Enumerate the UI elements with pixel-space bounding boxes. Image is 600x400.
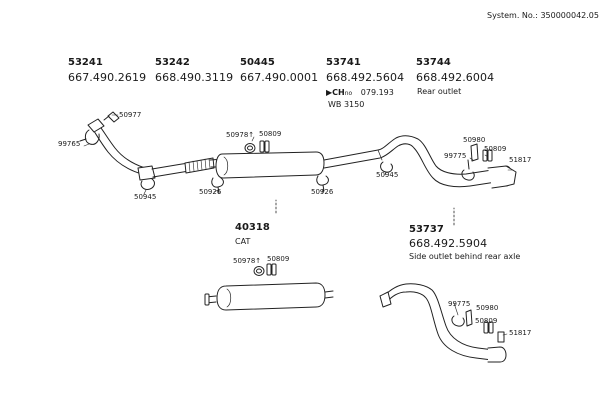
part-number-53741: 668.492.5604 <box>326 71 405 84</box>
part-code-53242: 53242 <box>155 57 190 68</box>
clamp-50977 <box>103 111 120 123</box>
front-pipe <box>87 118 156 181</box>
part-label-50978-cat: 50978↑ <box>233 257 262 265</box>
clamp-50809a <box>259 140 270 153</box>
country-note: ▶CHno 079.193 <box>326 88 394 97</box>
part-code-53744: 53744 <box>416 57 451 68</box>
part-number-53744: 668.492.6004 <box>416 71 495 84</box>
part-number-53241: 667.490.2619 <box>68 71 147 84</box>
system-number: System. No.: 350000042.05 <box>487 11 599 20</box>
part-code-53741: 53741 <box>326 57 361 68</box>
part-label-50926-left: 50926 <box>199 188 222 196</box>
part-label-51817-top: 51817 <box>509 156 532 164</box>
part-number-53737: 668.492.5904 <box>409 237 488 250</box>
wheelbase-note: WB 3150 <box>328 100 365 109</box>
part-code-53737: 53737 <box>409 224 444 235</box>
part-label-50809-rear: 50809 <box>484 145 507 153</box>
part-code-40318: 40318 <box>235 222 270 233</box>
clamp-50809c <box>266 263 277 276</box>
part-label-50978-top: 50978↑ <box>226 131 255 139</box>
part-label-50809-top: 50809 <box>259 130 282 138</box>
arrow-up-icon: ↑ <box>255 257 262 265</box>
part-label-50977: 50977 <box>119 111 142 119</box>
gasket-50978a <box>244 143 256 153</box>
part-label-99765: 99765 <box>58 140 81 148</box>
part-label-50945-front: 50945 <box>134 193 157 201</box>
catalytic-converter <box>204 282 334 311</box>
part-label-99775-top: 99775 <box>444 152 467 160</box>
gasket-50978b <box>253 266 265 276</box>
clamp-50809b <box>482 149 493 162</box>
clamp-50809d <box>483 321 494 334</box>
arrow-up-icon: ↑ <box>248 131 255 139</box>
side-outlet-label: Side outlet behind rear axle <box>409 252 521 261</box>
bracket-50980a <box>470 143 479 162</box>
part-code-50445: 50445 <box>240 57 275 68</box>
part-number-50445: 667.490.0001 <box>240 71 319 84</box>
side-outlet-pipe <box>379 283 507 363</box>
rear-pipe <box>323 135 517 189</box>
clamp-51817b <box>497 331 505 343</box>
flex-pipe <box>151 157 215 178</box>
bracket-50980b <box>465 309 473 327</box>
hanger-99765 <box>79 129 100 145</box>
part-label-50980-side: 50980 <box>476 304 499 312</box>
arrow-right-icon: ▶ <box>326 88 333 97</box>
cat-label: CAT <box>235 237 251 246</box>
part-label-51817-side: 51817 <box>509 329 532 337</box>
hanger-50926b <box>316 175 329 192</box>
part-label-99775-side: 99775 <box>448 300 471 308</box>
clamp-50945a <box>140 178 155 190</box>
hanger-50926a <box>211 177 224 194</box>
hanger-99775b <box>451 315 465 327</box>
part-label-50945-rear: 50945 <box>376 171 399 179</box>
rear-outlet-label: Rear outlet <box>417 87 462 96</box>
part-label-50980-top: 50980 <box>463 136 486 144</box>
middle-silencer <box>209 151 325 179</box>
part-code-53241: 53241 <box>68 57 103 68</box>
part-label-50809-side: 50809 <box>475 317 498 325</box>
part-number-53242: 668.490.3119 <box>155 71 234 84</box>
part-label-50926-right: 50926 <box>311 188 334 196</box>
hanger-99775a <box>461 159 475 181</box>
part-label-50809-cat: 50809 <box>267 255 290 263</box>
